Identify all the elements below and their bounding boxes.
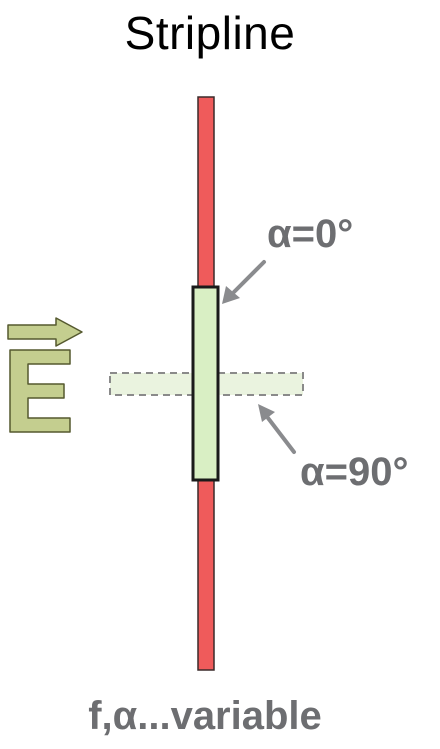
sample-alpha-0 [191, 285, 220, 482]
variables-caption: f,α...variable [88, 694, 322, 738]
diagram-title: Stripline [124, 7, 296, 59]
pointer-arrow-alpha-90 [258, 404, 296, 454]
electric-field-vector-icon [7, 317, 83, 433]
pointer-arrow-alpha-0 [222, 260, 266, 304]
label-alpha-90: α=90° [300, 450, 409, 494]
label-alpha-0: α=0° [267, 212, 354, 256]
